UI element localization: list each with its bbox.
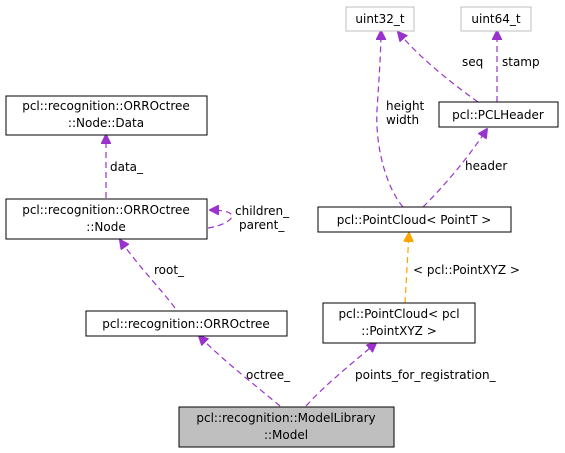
node-model-library-model: pcl::recognition::ModelLibrary ::Model — [178, 406, 395, 448]
edge-label-stamp: stamp — [502, 55, 540, 69]
edge-label-points-for-registration: points_for_registration_ — [355, 368, 497, 382]
edge-label-children-parent: children_ parent_ — [235, 204, 293, 232]
edge-seq — [398, 32, 479, 103]
svg-text:pcl::recognition::ORROctree: pcl::recognition::ORROctree — [22, 203, 190, 217]
edge-octree — [199, 336, 281, 407]
edge-label-root: root_ — [154, 263, 185, 277]
svg-text:pcl::PointCloud< PointT >: pcl::PointCloud< PointT > — [337, 213, 492, 227]
svg-text:pcl::PCLHeader: pcl::PCLHeader — [452, 108, 544, 122]
svg-text:pcl::recognition::ModelLibrary: pcl::recognition::ModelLibrary — [196, 411, 375, 425]
svg-text:pcl::PointCloud< pcl: pcl::PointCloud< pcl — [338, 307, 459, 321]
svg-text:uint64_t: uint64_t — [471, 12, 521, 26]
node-orroctree-node[interactable]: pcl::recognition::ORROctree ::Node — [5, 198, 208, 240]
node-orroctree-node-data[interactable]: pcl::recognition::ORROctree ::Node::Data — [5, 95, 208, 136]
svg-text:::Model: ::Model — [264, 428, 308, 442]
edge-label-seq: seq — [462, 55, 483, 69]
node-pointcloud-pointt[interactable]: pcl::PointCloud< PointT > — [317, 206, 512, 233]
node-uint32: uint32_t — [345, 6, 415, 32]
svg-text:pcl::recognition::ORROctree: pcl::recognition::ORROctree — [22, 99, 190, 113]
svg-text:::PointXYZ >: ::PointXYZ > — [361, 324, 437, 338]
edge-label-header: header — [465, 159, 507, 173]
node-orroctree[interactable]: pcl::recognition::ORROctree — [85, 310, 288, 337]
edge-label-data: data_ — [110, 160, 144, 174]
edge-root — [120, 240, 176, 309]
svg-text:uint32_t: uint32_t — [355, 12, 405, 26]
edge-height-width — [377, 31, 404, 208]
edge-label-octree: octree_ — [246, 368, 291, 382]
edge-points-for-registration — [305, 343, 376, 407]
edge-children-parent — [207, 210, 233, 229]
svg-text:::Node: ::Node — [86, 220, 125, 234]
edge-label-height-width: height width — [386, 99, 428, 127]
svg-text:pcl::recognition::ORROctree: pcl::recognition::ORROctree — [102, 317, 270, 331]
svg-text:::Node::Data: ::Node::Data — [68, 116, 144, 130]
edge-header — [422, 129, 487, 208]
node-pointcloud-pointxyz[interactable]: pcl::PointCloud< pcl ::PointXYZ > — [322, 302, 476, 344]
edge-template — [405, 233, 409, 304]
node-uint64: uint64_t — [460, 6, 532, 32]
node-pcl-header[interactable]: pcl::PCLHeader — [438, 101, 559, 128]
edge-label-template: < pcl::PointXYZ > — [413, 263, 520, 277]
